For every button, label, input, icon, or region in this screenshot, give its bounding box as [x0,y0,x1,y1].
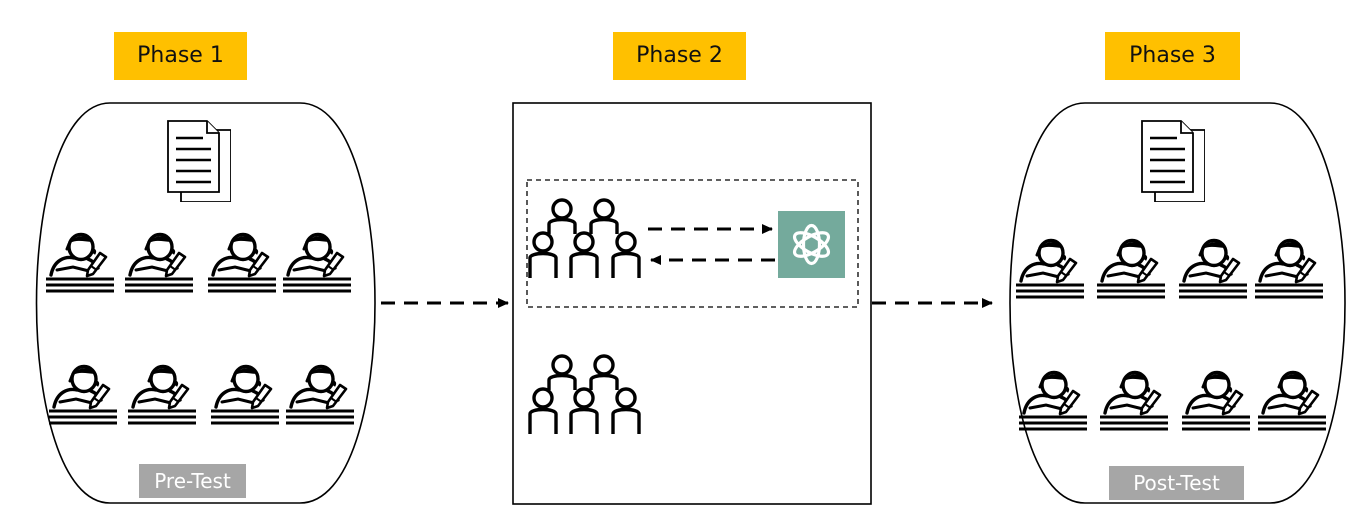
phase2-box [512,102,872,505]
phase1-label: Phase 1 [114,32,247,80]
phase2-container [512,102,872,505]
pre-test-label: Pre-Test [139,464,246,498]
phase3-container [1009,102,1346,504]
document-stack-icon [1141,120,1205,202]
phase2-label: Phase 2 [613,32,746,80]
phase3-label: Phase 3 [1105,32,1240,80]
phase1-container [35,102,376,504]
ai-group-dashed-box [526,179,859,308]
chatgpt-logo-icon [778,211,845,278]
document-stack-icon [167,120,231,202]
phase3-pill-shape [1009,102,1346,504]
post-test-label: Post-Test [1109,466,1244,500]
